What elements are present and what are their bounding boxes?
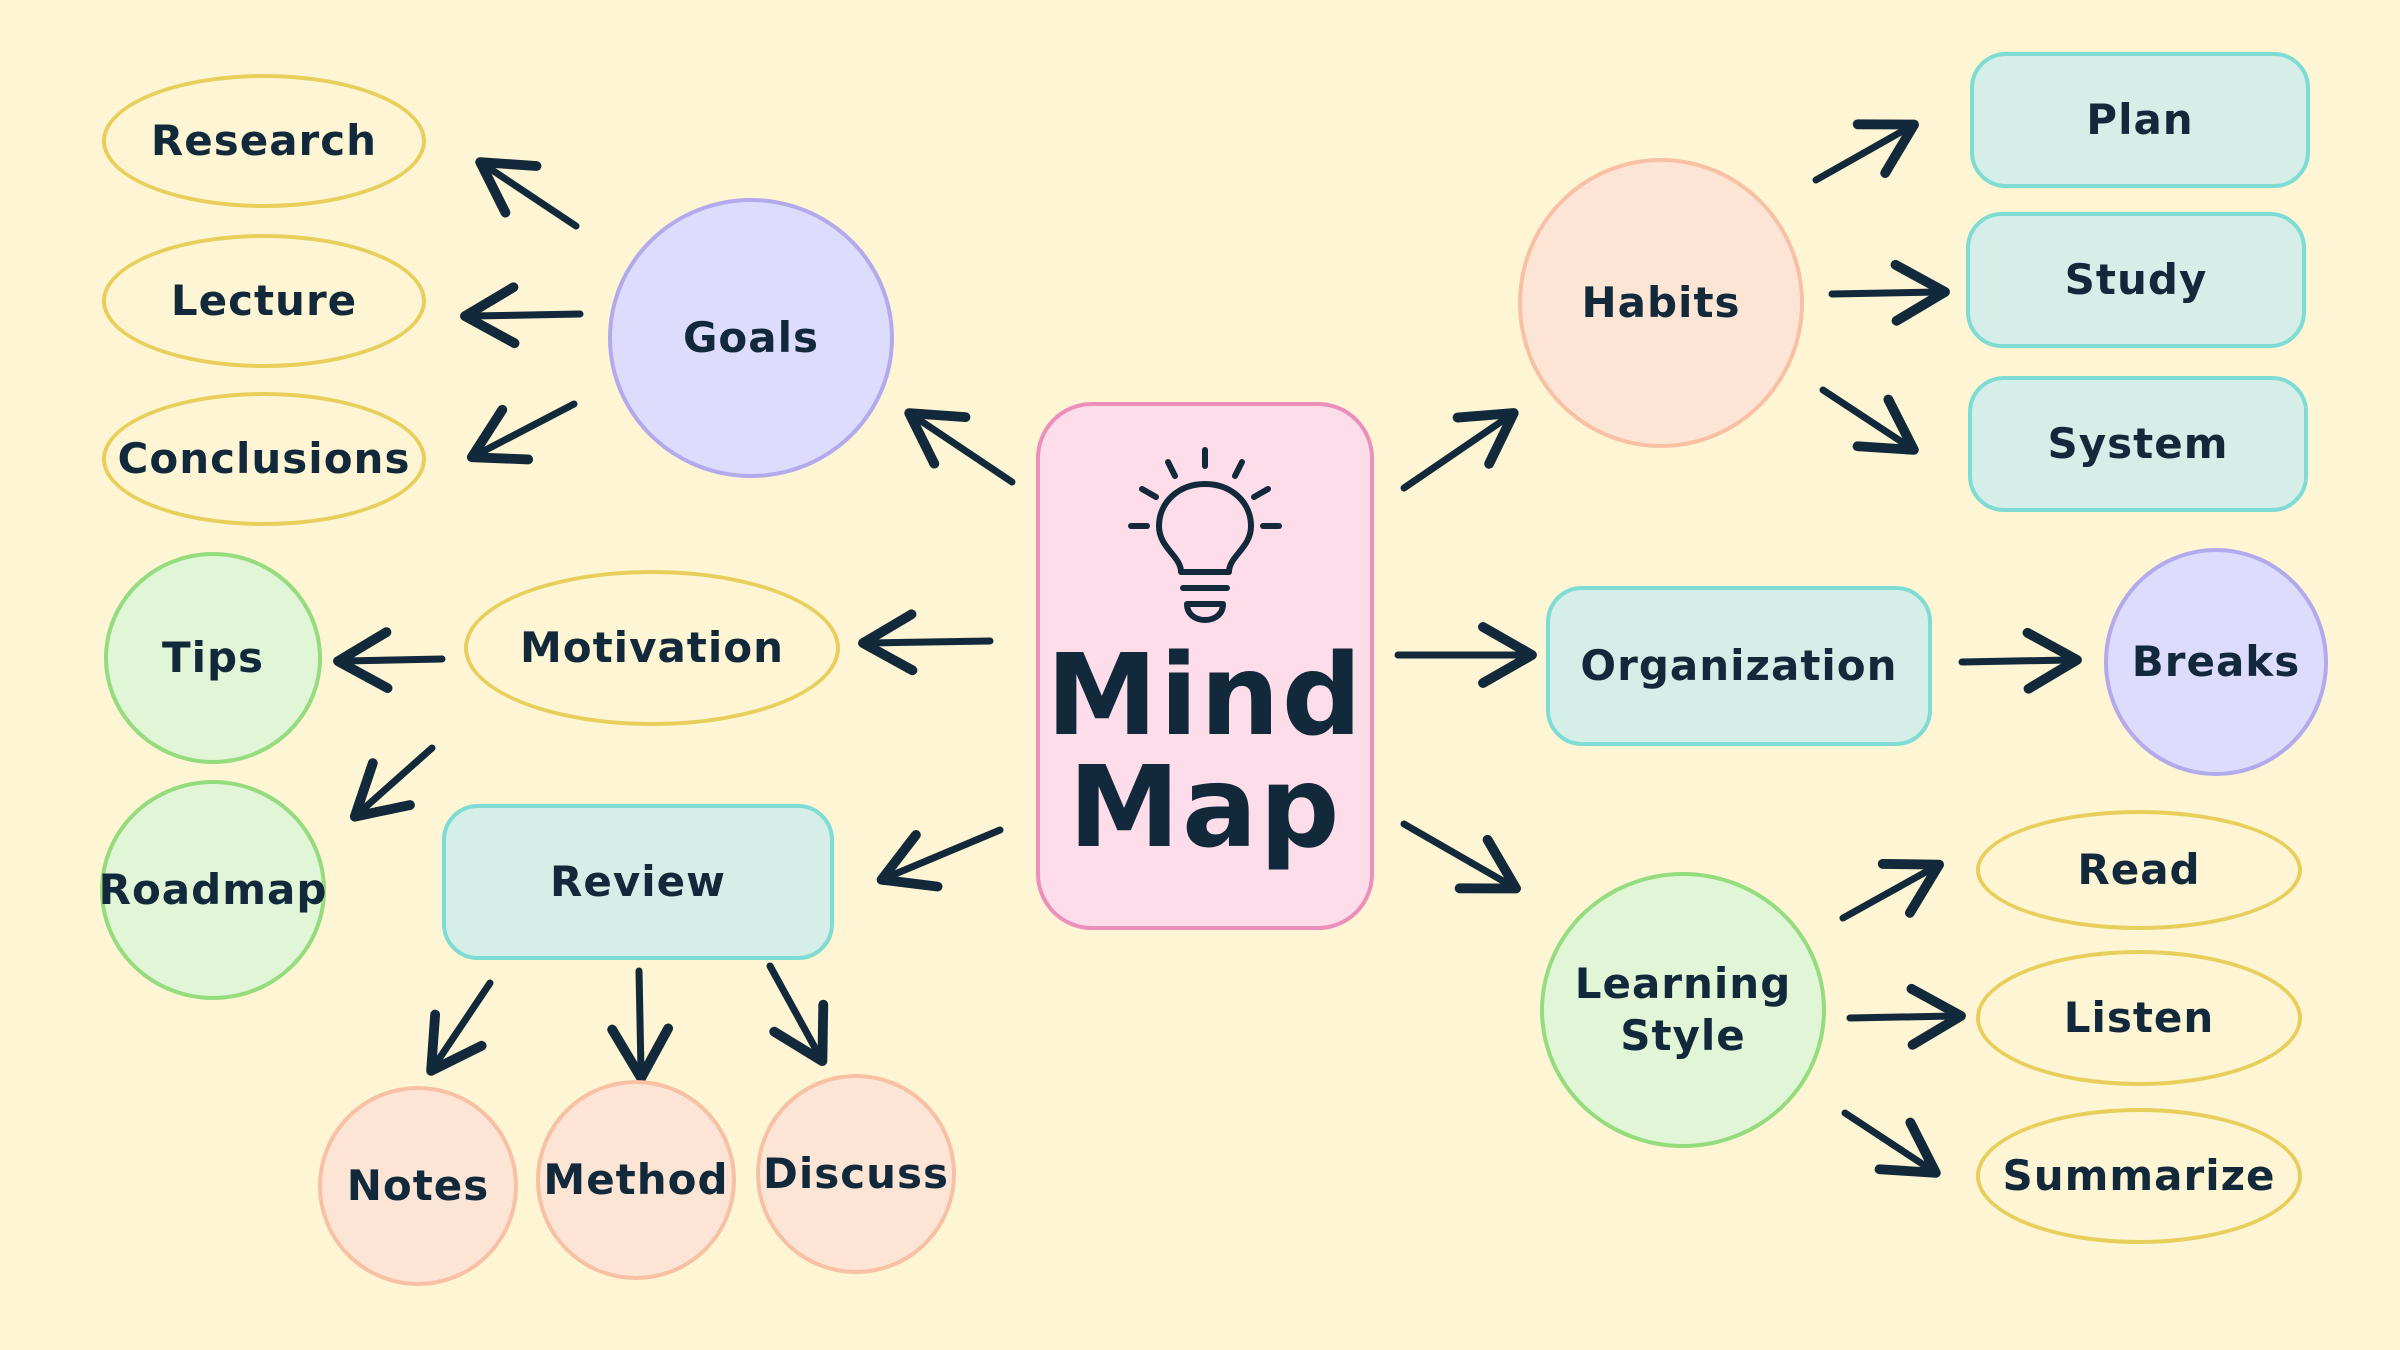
node-review[interactable]: Review xyxy=(442,804,834,960)
arrow-goals-conclusions xyxy=(466,400,578,465)
arrow-goals-research xyxy=(475,157,580,230)
node-discuss[interactable]: Discuss xyxy=(756,1074,956,1274)
node-method[interactable]: Method xyxy=(536,1080,736,1280)
node-conclusions[interactable]: Conclusions xyxy=(102,392,426,526)
arrow-center-goals xyxy=(904,408,1016,486)
node-motivation[interactable]: Motivation xyxy=(464,570,840,726)
center-title-line1: Mind xyxy=(1046,631,1364,761)
arrow-center-review xyxy=(876,826,1004,892)
arrow-review-notes xyxy=(426,979,494,1076)
node-breaks[interactable]: Breaks xyxy=(2104,548,2328,776)
node-tips[interactable]: Tips xyxy=(104,552,322,764)
arrow-learning-summarize xyxy=(1841,1109,1941,1178)
arrow-review-discuss xyxy=(766,962,829,1067)
node-system[interactable]: System xyxy=(1968,376,2308,512)
node-read[interactable]: Read xyxy=(1976,810,2302,930)
node-notes[interactable]: Notes xyxy=(318,1086,518,1286)
center-node[interactable]: Mind Map xyxy=(1036,402,1374,930)
arrow-habits-study xyxy=(1828,259,1950,326)
arrow-learning-listen xyxy=(1846,983,1966,1050)
node-study[interactable]: Study xyxy=(1966,212,2306,348)
arrow-habits-system xyxy=(1819,386,1919,455)
arrow-center-habits xyxy=(1400,408,1519,492)
lightbulb-icon xyxy=(1128,447,1282,623)
arrow-motivation-tips xyxy=(333,627,446,694)
node-plan[interactable]: Plan xyxy=(1970,52,2310,188)
arrow-habits-plan xyxy=(1812,119,1919,184)
arrow-goals-lecture xyxy=(460,282,584,349)
arrow-center-learning xyxy=(1400,820,1521,894)
node-goals[interactable]: Goals xyxy=(608,198,894,478)
arrow-learning-read xyxy=(1839,859,1945,922)
node-lecture[interactable]: Lecture xyxy=(102,234,426,368)
node-organization[interactable]: Organization xyxy=(1546,586,1932,746)
arrow-review-method xyxy=(607,967,674,1083)
node-research[interactable]: Research xyxy=(102,74,426,208)
node-summarize[interactable]: Summarize xyxy=(1976,1108,2302,1244)
node-roadmap[interactable]: Roadmap xyxy=(99,780,326,1000)
center-title: Mind Map xyxy=(1046,640,1364,864)
node-learning-style[interactable]: Learning Style xyxy=(1540,872,1826,1148)
arrow-motivation-roadmap xyxy=(349,744,436,822)
node-listen[interactable]: Listen xyxy=(1976,950,2302,1086)
center-title-line2: Map xyxy=(1068,743,1342,873)
arrow-organization-breaks xyxy=(1958,627,2082,694)
arrow-center-motivation xyxy=(858,609,994,676)
node-habits[interactable]: Habits xyxy=(1518,158,1804,448)
